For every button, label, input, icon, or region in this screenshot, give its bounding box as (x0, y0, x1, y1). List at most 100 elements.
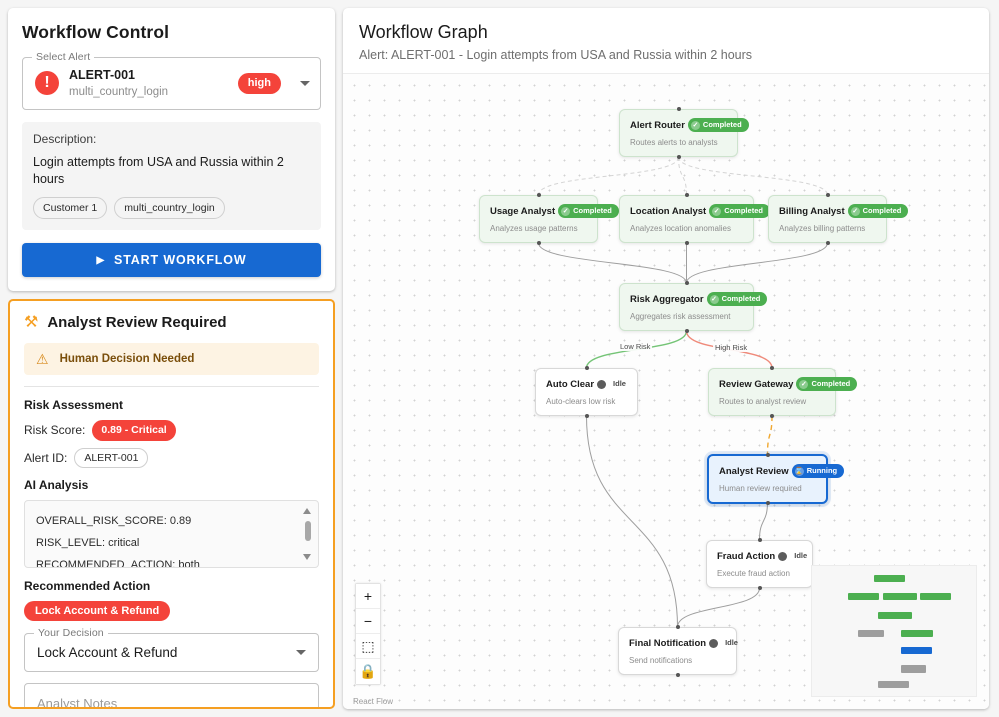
graph-node-alert_router[interactable]: Alert Router✓CompletedRoutes alerts to a… (619, 109, 738, 157)
lock-button[interactable]: 🔒 (356, 659, 380, 684)
fit-view-button[interactable]: ⬚ (356, 634, 380, 659)
node-handle-bottom[interactable] (766, 501, 770, 505)
react-flow-canvas[interactable]: Alert Router✓CompletedRoutes alerts to a… (343, 73, 989, 709)
alert-id-text: ALERT-001 (69, 67, 228, 84)
minimap-node (901, 665, 926, 672)
check-icon: ✓ (851, 207, 860, 216)
hourglass-icon: ⌛ (795, 467, 804, 476)
node-handle-top[interactable] (770, 366, 774, 370)
graph-node-analyst_review[interactable]: Analyst Review⌛RunningHuman review requi… (707, 454, 828, 504)
your-decision-value: Lock Account & Refund (37, 645, 177, 660)
node-handle-bottom[interactable] (677, 155, 681, 159)
graph-subtitle: Alert: ALERT-001 - Login attempts from U… (359, 48, 973, 62)
zoom-out-button[interactable]: − (356, 609, 380, 634)
status-badge-idle: Idle (597, 377, 633, 391)
minimap-node (920, 593, 951, 600)
node-handle-bottom[interactable] (585, 414, 589, 418)
start-workflow-button[interactable]: ▶ START WORKFLOW (22, 243, 321, 277)
status-badge-completed: ✓Completed (848, 204, 909, 218)
analyst-notes-placeholder: Analyst Notes (37, 696, 117, 709)
recommended-action-title: Recommended Action (24, 579, 319, 593)
check-icon: ✓ (691, 121, 700, 130)
graph-node-review_gateway[interactable]: Review Gateway✓CompletedRoutes to analys… (708, 368, 836, 416)
zoom-in-button[interactable]: + (356, 584, 380, 609)
node-handle-bottom[interactable] (537, 241, 541, 245)
description-label: Description: (33, 132, 310, 146)
ai-analysis-scrollbar[interactable] (303, 507, 312, 561)
risk-score-row: Risk Score: 0.89 - Critical (24, 420, 319, 440)
node-handle-bottom[interactable] (758, 586, 762, 590)
node-handle-top[interactable] (585, 366, 589, 370)
node-description: Routes to analyst review (719, 397, 825, 406)
node-description: Human review required (719, 484, 816, 493)
dot-icon (597, 380, 606, 389)
node-title: Location Analyst (630, 206, 706, 217)
warning-triangle-icon: ⚠ (36, 352, 49, 366)
minimap-node (848, 593, 879, 600)
zoom-out-icon: − (364, 613, 372, 629)
node-handle-bottom[interactable] (770, 414, 774, 418)
graph-node-usage_analyst[interactable]: Usage Analyst✓CompletedAnalyzes usage pa… (479, 195, 598, 243)
node-handle-top[interactable] (685, 281, 689, 285)
ai-analysis-title: AI Analysis (24, 478, 319, 492)
risk-score-label: Risk Score: (24, 423, 85, 437)
dot-icon (778, 552, 787, 561)
ai-analysis-line: RISK_LEVEL: critical (36, 532, 296, 554)
node-description: Auto-clears low risk (546, 397, 627, 406)
node-handle-top[interactable] (826, 193, 830, 197)
node-handle-top[interactable] (676, 625, 680, 629)
check-icon: ✓ (712, 207, 721, 216)
description-box: Description: Login attempts from USA and… (22, 122, 321, 230)
analyst-review-header: ⚒ Analyst Review Required (24, 314, 319, 331)
minimap[interactable] (811, 565, 977, 697)
analyst-review-card: ⚒ Analyst Review Required ⚠ Human Decisi… (8, 299, 335, 709)
chip-alert-type: multi_country_login (114, 197, 224, 220)
node-handle-bottom[interactable] (685, 329, 689, 333)
scrollbar-thumb[interactable] (305, 521, 311, 541)
risk-score-badge: 0.89 - Critical (92, 420, 175, 440)
minimap-node (878, 612, 912, 619)
node-handle-bottom[interactable] (676, 673, 680, 677)
graph-title: Workflow Graph (359, 22, 973, 43)
graph-node-final_notification[interactable]: Final NotificationIdleSend notifications (618, 627, 737, 675)
minimap-node (874, 575, 905, 582)
graph-node-location_analyst[interactable]: Location Analyst✓CompletedAnalyzes locat… (619, 195, 754, 243)
node-title: Risk Aggregator (630, 294, 704, 305)
analyst-review-title: Analyst Review Required (47, 314, 226, 331)
node-description: Aggregates risk assessment (630, 312, 743, 321)
your-decision-select[interactable]: Your Decision Lock Account & Refund (24, 633, 319, 672)
node-handle-bottom[interactable] (685, 241, 689, 245)
node-handle-top[interactable] (766, 453, 770, 457)
graph-node-risk_aggregator[interactable]: Risk Aggregator✓CompletedAggregates risk… (619, 283, 754, 331)
select-alert-field[interactable]: Select Alert ! ALERT-001 multi_country_l… (22, 57, 321, 110)
chevron-down-icon[interactable] (300, 81, 310, 86)
graph-node-auto_clear[interactable]: Auto ClearIdleAuto-clears low risk (535, 368, 638, 416)
node-handle-top[interactable] (677, 107, 681, 111)
ai-analysis-scrollbox[interactable]: OVERALL_RISK_SCORE: 0.89 RISK_LEVEL: cri… (24, 500, 319, 568)
divider (24, 386, 319, 387)
graph-node-fraud_action[interactable]: Fraud ActionIdleExecute fraud action (706, 540, 813, 588)
human-decision-text: Human Decision Needed (60, 353, 195, 365)
node-title: Review Gateway (719, 379, 793, 390)
graph-node-billing_analyst[interactable]: Billing Analyst✓CompletedAnalyzes billin… (768, 195, 887, 243)
node-handle-top[interactable] (758, 538, 762, 542)
status-badge-running: ⌛Running (792, 464, 844, 478)
node-handle-top[interactable] (537, 193, 541, 197)
minimap-viewport (822, 573, 953, 690)
error-circle-icon: ! (35, 71, 59, 95)
node-handle-top[interactable] (685, 193, 689, 197)
check-icon: ✓ (561, 207, 570, 216)
react-flow-controls[interactable]: + − ⬚ 🔒 (355, 583, 381, 685)
fit-view-icon: ⬚ (361, 638, 374, 655)
your-decision-label: Your Decision (34, 627, 108, 639)
node-title: Alert Router (630, 120, 685, 131)
node-handle-bottom[interactable] (826, 241, 830, 245)
scroll-down-icon[interactable] (303, 554, 311, 560)
scroll-up-icon[interactable] (303, 508, 311, 514)
alert-id-row: Alert ID: ALERT-001 (24, 448, 319, 469)
node-title: Analyst Review (719, 466, 789, 477)
status-badge-completed: ✓Completed (688, 118, 749, 132)
chevron-down-icon[interactable] (296, 650, 306, 655)
ai-analysis-line: OVERALL_RISK_SCORE: 0.89 (36, 510, 296, 532)
analyst-notes-input[interactable]: Analyst Notes (24, 683, 319, 709)
